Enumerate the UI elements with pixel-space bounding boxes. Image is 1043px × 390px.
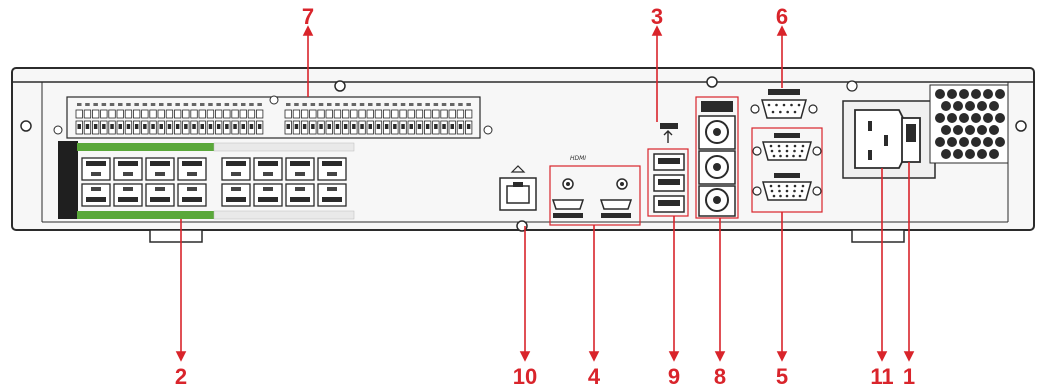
screw-icon bbox=[335, 81, 345, 91]
callout-6: 6 bbox=[776, 4, 788, 29]
screw-icon bbox=[21, 121, 31, 131]
power-socket bbox=[855, 110, 905, 168]
screw-icon bbox=[707, 77, 717, 87]
port-label-strip bbox=[58, 141, 78, 219]
callout-9: 9 bbox=[668, 364, 680, 389]
callout-5: 5 bbox=[776, 364, 788, 389]
callout-8: 8 bbox=[714, 364, 726, 389]
callout-3: 3 bbox=[651, 4, 663, 29]
callout-4: 4 bbox=[588, 364, 601, 389]
fan-vent bbox=[930, 85, 1008, 163]
callout-1: 1 bbox=[903, 364, 915, 389]
hdmi-port-2 bbox=[601, 200, 631, 209]
callout-10: 10 bbox=[513, 364, 537, 389]
screw-icon bbox=[1016, 121, 1026, 131]
rubber-foot bbox=[852, 230, 904, 242]
callout-2: 2 bbox=[175, 364, 187, 389]
callout-7: 7 bbox=[302, 4, 314, 29]
svg-text:HDMI: HDMI bbox=[570, 155, 586, 162]
power-switch bbox=[902, 118, 920, 162]
callout-11: 11 bbox=[870, 364, 893, 389]
hdmi-port-1 bbox=[553, 200, 583, 209]
rubber-foot bbox=[150, 230, 202, 242]
